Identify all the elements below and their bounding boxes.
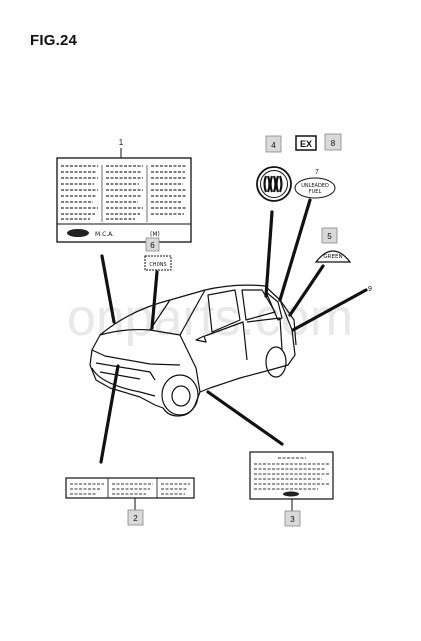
svg-text:3: 3 — [290, 515, 295, 524]
svg-text:FUEL: FUEL — [309, 189, 322, 195]
svg-text:6: 6 — [150, 241, 155, 250]
label-3-plate — [249, 451, 334, 500]
callout-box-4: 4 — [265, 135, 282, 153]
svg-text:UNLEADED: UNLEADED — [301, 183, 329, 189]
car-illustration — [89, 284, 297, 417]
callout-box-2: 2 — [127, 509, 144, 526]
emblem-4-badge — [256, 166, 292, 202]
ex-badge: EX — [295, 135, 317, 151]
callout-box-6: 6 — [145, 237, 160, 252]
figure-title: FIG.24 — [30, 32, 78, 49]
svg-text:8: 8 — [331, 139, 336, 148]
unleaded-fuel-label: UNLEADED FUEL — [294, 177, 336, 199]
label-2-plate — [65, 477, 195, 499]
label-1-code: (M) — [150, 231, 160, 238]
svg-text:4: 4 — [271, 141, 276, 150]
leader-lines — [99, 198, 368, 464]
car-wheels — [161, 346, 287, 416]
callout-number-1: 1 — [119, 138, 124, 147]
callout-box-8: 8 — [324, 133, 342, 151]
svg-text:CH0NS: CH0NS — [149, 262, 166, 268]
svg-text:2: 2 — [133, 514, 138, 523]
callout-number-7: 7 — [315, 169, 319, 176]
callout-box-5: 5 — [321, 227, 338, 244]
svg-text:5: 5 — [327, 232, 332, 241]
green-label: GREEN — [314, 250, 352, 263]
label-1-brand: M.C.A. — [95, 231, 114, 238]
callout-box-3: 3 — [284, 510, 301, 527]
label-1-info-plate: M.C.A. (M) — [56, 157, 192, 243]
svg-text:EX: EX — [300, 139, 312, 149]
callout-number-9: 9 — [368, 286, 372, 293]
svg-text:GREEN: GREEN — [323, 254, 342, 260]
label-6-tag: CH0NS — [144, 255, 172, 271]
